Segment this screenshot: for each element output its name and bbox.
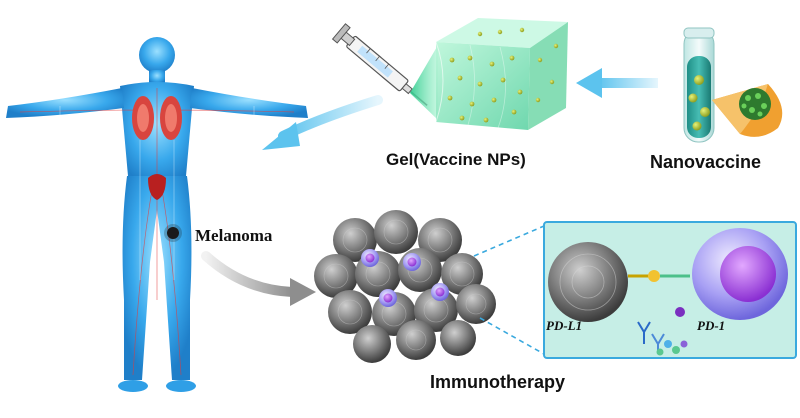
arrow-gel-to-body — [262, 95, 383, 150]
melanoma-label: Melanoma — [195, 226, 273, 245]
nanovaccine-label: Nanovaccine — [650, 152, 762, 172]
inset-panel — [543, 221, 797, 359]
human-body-icon — [6, 37, 308, 392]
zoom-lines — [473, 225, 545, 355]
tumor-cluster — [314, 210, 496, 363]
t-cell-icon — [361, 249, 449, 307]
gel-block-icon — [435, 18, 568, 130]
antibody-icon — [637, 321, 688, 356]
nanoparticle-icon — [712, 84, 783, 137]
immunotherapy-label: Immunotherapy — [430, 372, 566, 392]
arrow-melanoma-to-tumor — [201, 251, 316, 306]
pd-l1-label: PD-L1 — [546, 318, 583, 333]
pd-1-label: PD-1 — [697, 318, 726, 333]
tumor-cell-icon — [314, 210, 496, 363]
injection-cone — [410, 45, 438, 120]
test-tube-icon — [683, 27, 715, 143]
arrow-nano-to-gel — [576, 68, 658, 98]
gel-vaccine-label: Gel(Vaccine NPs) — [386, 150, 526, 169]
syringe-icon — [331, 23, 428, 106]
